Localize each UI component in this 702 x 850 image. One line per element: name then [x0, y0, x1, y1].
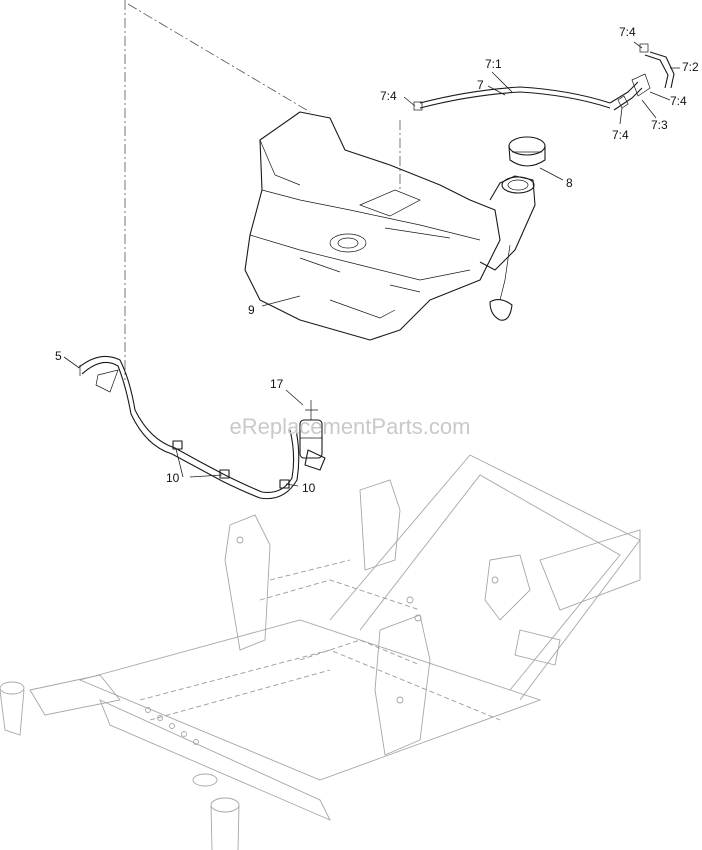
callout-7-4-bottom: 7:4	[612, 128, 629, 142]
callout-labels: 7:4 7:2 7:1 7 7:4 7:4 7:3 7:4 8 9 5 17 1…	[55, 25, 699, 495]
callout-7-3: 7:3	[651, 118, 668, 132]
callout-7: 7	[477, 78, 484, 92]
fuel-cap[interactable]	[508, 136, 546, 167]
fuel-tank[interactable]	[244, 111, 501, 341]
callout-7-1: 7:1	[485, 57, 502, 71]
leader-lines	[63, 41, 680, 487]
cap-tether	[489, 244, 513, 321]
hose-clamps[interactable]	[172, 440, 290, 489]
callout-10-left: 10	[166, 471, 180, 485]
callout-9: 9	[248, 303, 255, 317]
callout-10-right: 10	[302, 481, 316, 495]
watermark: eReplacementParts.com	[230, 414, 471, 439]
callout-7-4-right: 7:4	[670, 94, 687, 108]
vent-hose-assembly[interactable]	[413, 43, 675, 111]
fuel-filter[interactable]	[299, 400, 326, 471]
callout-7-2: 7:2	[682, 60, 699, 74]
callout-5: 5	[55, 349, 62, 363]
callout-7-4-left: 7:4	[380, 89, 397, 103]
callout-8: 8	[566, 176, 573, 190]
callout-17: 17	[270, 377, 284, 391]
fuel-hose[interactable]	[77, 355, 300, 500]
reference-lines	[124, 0, 401, 380]
chassis-frame	[0, 454, 641, 850]
callout-7-4-top: 7:4	[619, 25, 636, 39]
filler-neck[interactable]	[479, 175, 536, 271]
